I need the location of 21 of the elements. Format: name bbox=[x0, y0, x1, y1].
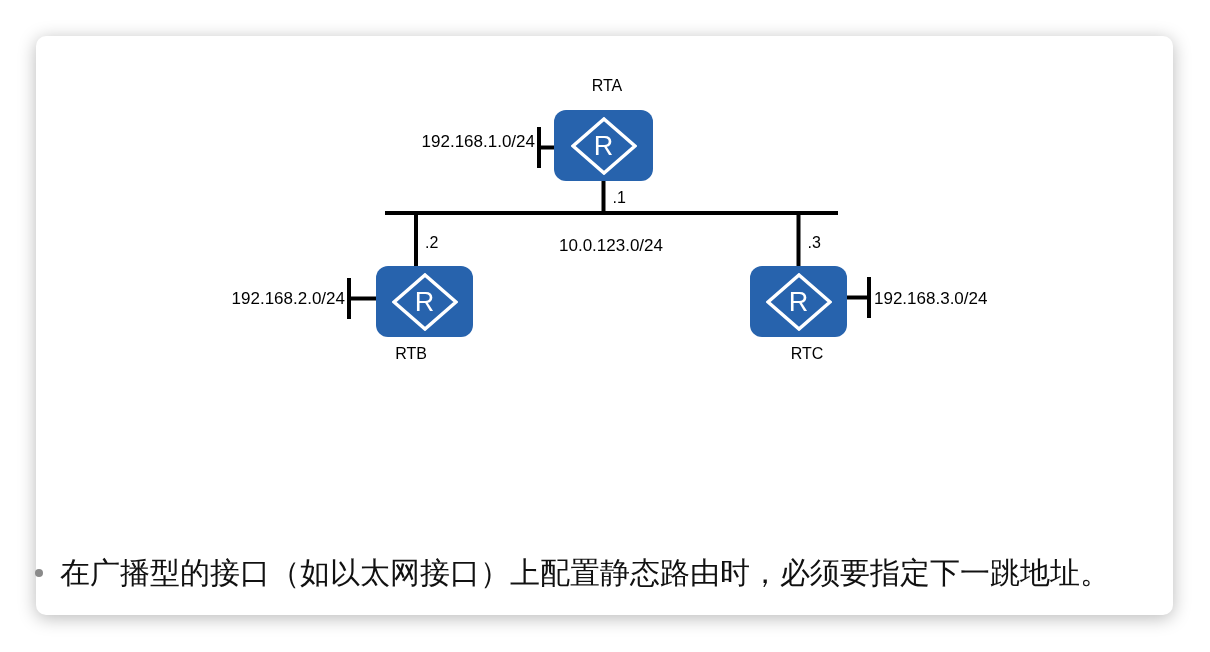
bullet-note-text: 在广播型的接口（如以太网接口）上配置静态路由时，必须要指定下一跳地址。 bbox=[60, 555, 1110, 591]
router-name-label: RTB bbox=[395, 346, 427, 362]
router-letter: R bbox=[788, 288, 809, 315]
subnet-label: 192.168.3.0/24 bbox=[874, 289, 988, 307]
router-letter: R bbox=[593, 132, 614, 159]
router-letter: R bbox=[414, 288, 435, 315]
subnet-label: 192.168.2.0/24 bbox=[231, 289, 345, 307]
network-segment-bar bbox=[347, 278, 351, 319]
router-name-label: RTA bbox=[591, 78, 623, 94]
network-segment-bar bbox=[385, 211, 838, 215]
network-segment-bar bbox=[867, 277, 871, 318]
network-segment-bar bbox=[537, 127, 541, 168]
network-link-line bbox=[351, 296, 376, 301]
subnet-label: 10.0.123.0/24 bbox=[559, 236, 663, 254]
network-link-line bbox=[414, 215, 418, 266]
network-link-line bbox=[541, 145, 554, 150]
router-name-label: RTC bbox=[790, 346, 824, 362]
network-link-line bbox=[601, 181, 606, 211]
subnet-label: 192.168.1.0/24 bbox=[421, 132, 535, 150]
network-link-line bbox=[847, 295, 867, 300]
network-link-line bbox=[796, 215, 801, 266]
